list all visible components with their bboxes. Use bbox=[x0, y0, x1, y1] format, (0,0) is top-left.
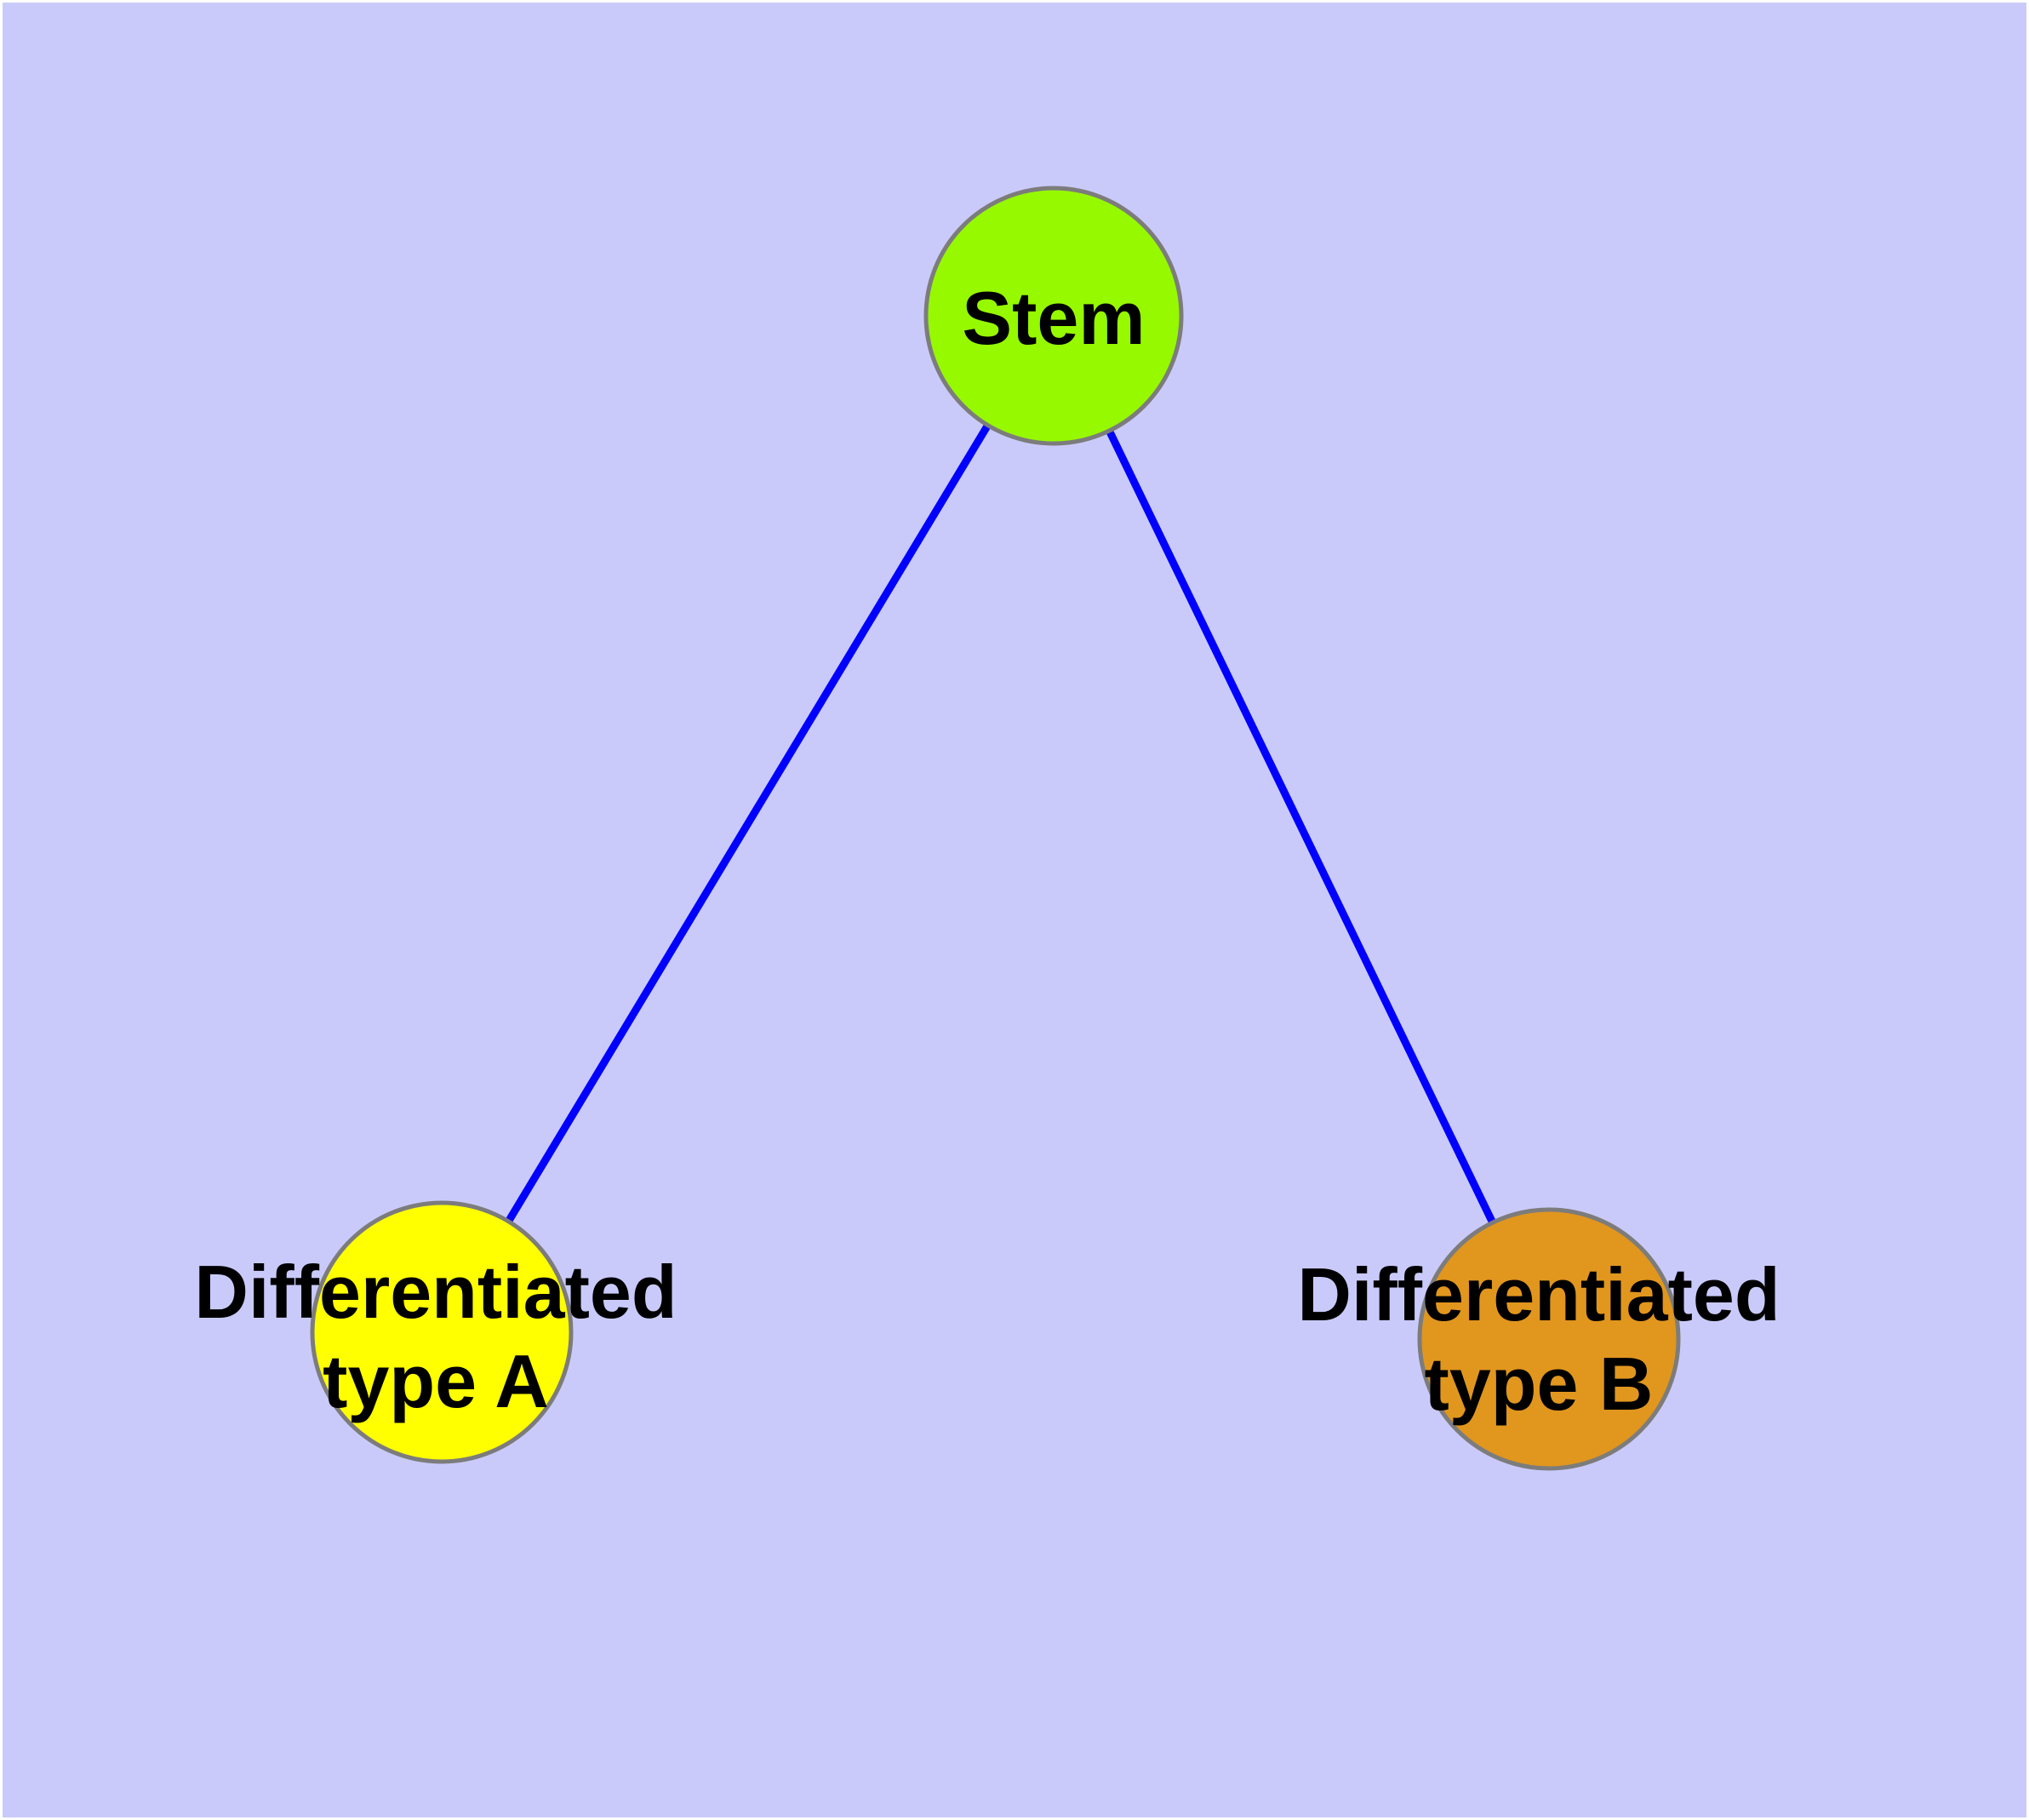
node-differentiated-type-b bbox=[1417, 1207, 1681, 1471]
node-differentiated-type-b-circle bbox=[1417, 1207, 1681, 1471]
edge-group bbox=[438, 313, 1553, 1341]
label-group: Stem Differentiated type A Differentiate… bbox=[194, 276, 1780, 1426]
node-differentiated-type-b-label-line1: Differentiated bbox=[1297, 1252, 1780, 1336]
node-stem bbox=[923, 186, 1184, 446]
node-differentiated-type-a bbox=[310, 1200, 574, 1464]
node-stem-circle bbox=[923, 186, 1184, 446]
node-differentiated-type-b-label-line2: type B bbox=[1425, 1342, 1654, 1426]
edge-stem-to-type-b bbox=[1049, 314, 1553, 1341]
node-stem-label: Stem bbox=[962, 276, 1145, 360]
node-differentiated-type-a-circle bbox=[310, 1200, 574, 1464]
node-differentiated-type-a-label-line2: type A bbox=[323, 1339, 549, 1423]
edge-stem-to-type-a bbox=[438, 313, 1057, 1335]
node-differentiated-type-a-label-line1: Differentiated bbox=[194, 1250, 677, 1334]
